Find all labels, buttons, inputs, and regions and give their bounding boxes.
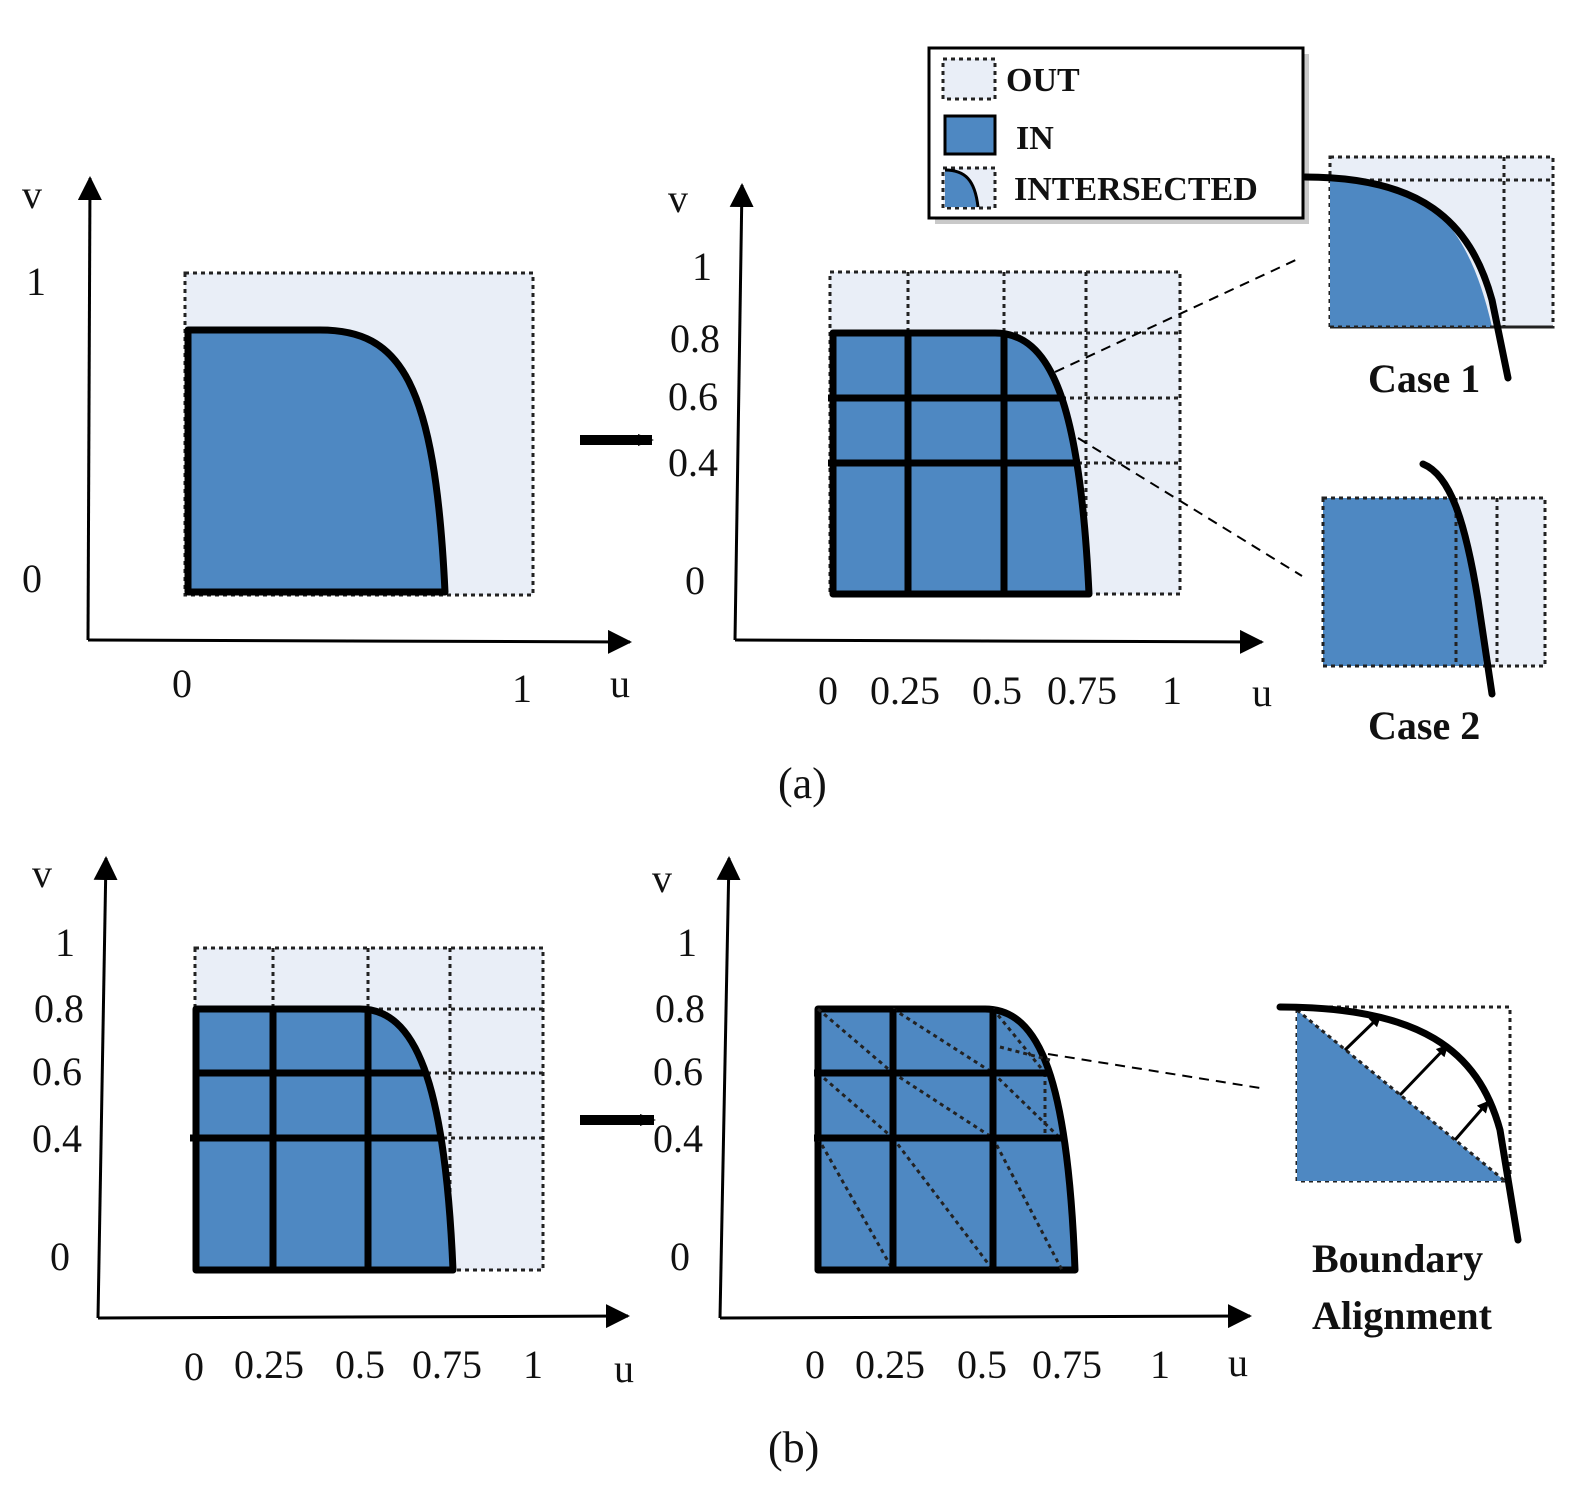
alignment-arrow-3 bbox=[1453, 1100, 1490, 1141]
u-axis-label: u bbox=[1228, 1340, 1248, 1385]
v-axis-label: v bbox=[652, 856, 672, 901]
v-tick-0.4: 0.4 bbox=[32, 1116, 82, 1161]
u-axis bbox=[734, 629, 1264, 654]
v-tick-0.6: 0.6 bbox=[32, 1049, 82, 1094]
v-axis bbox=[77, 176, 102, 641]
u-axis bbox=[719, 1304, 1252, 1329]
legend-intersected-swatch bbox=[941, 166, 997, 210]
boundary-alignment-label-line1: Boundary bbox=[1312, 1236, 1483, 1281]
v-tick-1: 1 bbox=[26, 259, 46, 304]
v-tick-1: 1 bbox=[677, 920, 697, 965]
legend-in-swatch bbox=[943, 114, 997, 156]
u-tick-0.25: 0.25 bbox=[870, 668, 940, 713]
u-tick-1: 1 bbox=[523, 1342, 543, 1387]
u-axis-label: u bbox=[1252, 670, 1272, 715]
legend-intersected-label: INTERSECTED bbox=[1014, 171, 1258, 208]
u-tick-0.75: 0.75 bbox=[412, 1342, 482, 1387]
u-tick-0.5: 0.5 bbox=[957, 1342, 1007, 1387]
case1-detail: Case 1 bbox=[1301, 155, 1555, 401]
u-tick-0.75: 0.75 bbox=[1032, 1342, 1102, 1387]
zoom-line-case1 bbox=[1054, 257, 1301, 373]
u-tick-0.25: 0.25 bbox=[234, 1342, 304, 1387]
legend-in-label: IN bbox=[1016, 120, 1054, 157]
panel-a-right-plot: v 1 0.8 0.6 0.4 0 0 0.25 0.5 0.75 1 u bbox=[668, 176, 1272, 715]
panel-a-left-plot: v 1 0 0 1 u bbox=[22, 172, 632, 711]
v-axis-label: v bbox=[22, 172, 42, 217]
zoom-line-case2 bbox=[1077, 437, 1303, 577]
v-tick-0.8: 0.8 bbox=[34, 986, 84, 1031]
case2-label: Case 2 bbox=[1368, 703, 1480, 748]
panel-b-right-plot: v 1 0.8 0.6 0.4 0 0 0.25 0.5 0.75 1 u bbox=[652, 856, 1252, 1387]
v-axis bbox=[729, 183, 754, 641]
v-axis bbox=[716, 856, 741, 1319]
case1-label: Case 1 bbox=[1368, 356, 1480, 401]
panel-b-left-plot: v 1 0.8 0.6 0.4 0 0 0.25 0.5 0.75 1 u bbox=[32, 851, 634, 1391]
u-axis bbox=[87, 629, 632, 654]
caption-a: (a) bbox=[778, 759, 827, 808]
case2-detail: Case 2 bbox=[1321, 460, 1547, 748]
u-tick-1: 1 bbox=[1162, 668, 1182, 713]
v-tick-0.4: 0.4 bbox=[668, 440, 718, 485]
solid-grid bbox=[190, 1009, 444, 1270]
boundary-curve bbox=[1276, 1003, 1522, 1244]
alignment-arrow-1 bbox=[1343, 1014, 1382, 1052]
u-tick-0: 0 bbox=[184, 1344, 204, 1389]
u-tick-0: 0 bbox=[805, 1342, 825, 1387]
u-tick-0: 0 bbox=[172, 661, 192, 706]
u-axis bbox=[97, 1304, 630, 1329]
u-axis-label: u bbox=[610, 661, 630, 706]
u-tick-0: 0 bbox=[818, 668, 838, 713]
boundary-curve bbox=[1419, 460, 1496, 698]
u-tick-0.75: 0.75 bbox=[1047, 668, 1117, 713]
u-tick-1: 1 bbox=[512, 666, 532, 711]
v-tick-0.8: 0.8 bbox=[655, 986, 705, 1031]
legend-out-swatch bbox=[941, 57, 997, 101]
v-tick-1: 1 bbox=[692, 244, 712, 289]
solid-grid bbox=[828, 333, 1080, 594]
v-axis bbox=[93, 856, 118, 1319]
v-tick-1: 1 bbox=[55, 920, 75, 965]
u-axis-label: u bbox=[614, 1346, 634, 1391]
v-axis-label: v bbox=[668, 176, 688, 221]
alignment-arrow-2 bbox=[1398, 1044, 1449, 1097]
boundary-alignment-label-line2: Alignment bbox=[1312, 1293, 1493, 1338]
v-tick-0: 0 bbox=[670, 1234, 690, 1279]
legend: OUT IN INTERSECTED bbox=[927, 46, 1309, 224]
u-tick-0.25: 0.25 bbox=[855, 1342, 925, 1387]
u-tick-0.5: 0.5 bbox=[972, 668, 1022, 713]
zoom-line-boundary bbox=[1047, 1053, 1261, 1089]
solid-grid bbox=[814, 1009, 1066, 1270]
v-tick-0: 0 bbox=[50, 1234, 70, 1279]
u-tick-0.5: 0.5 bbox=[335, 1342, 385, 1387]
boundary-alignment-detail: Boundary Alignment bbox=[1276, 1003, 1522, 1338]
triangulation-diagonals bbox=[816, 1007, 1064, 1271]
caption-b: (b) bbox=[768, 1423, 819, 1472]
boundary-curve bbox=[1301, 173, 1512, 382]
in-region bbox=[184, 326, 449, 596]
v-tick-0.8: 0.8 bbox=[670, 316, 720, 361]
u-tick-1: 1 bbox=[1150, 1342, 1170, 1387]
v-tick-0.6: 0.6 bbox=[668, 374, 718, 419]
v-tick-0: 0 bbox=[685, 558, 705, 603]
legend-out-label: OUT bbox=[1006, 62, 1080, 99]
v-axis-label: v bbox=[32, 851, 52, 896]
v-tick-0.4: 0.4 bbox=[653, 1116, 703, 1161]
v-tick-0.6: 0.6 bbox=[653, 1049, 703, 1094]
v-tick-0: 0 bbox=[22, 556, 42, 601]
